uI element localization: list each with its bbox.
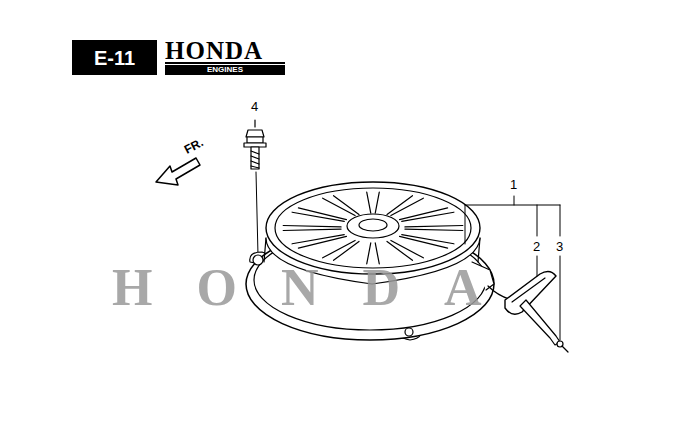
section-badge: E-11 [72,40,157,75]
front-arrow [156,158,200,185]
bolt [244,120,266,255]
logo-bar: ENGINES [165,65,285,75]
callout-number: 3 [556,240,563,253]
brand-logo: HONDA [165,38,263,63]
callout-number: 1 [510,178,517,191]
starter-housing [246,182,494,340]
watermark: HONDA [112,262,526,314]
node-text: E-11 [94,48,135,68]
front-label: FR. [182,136,205,156]
callout-number: 4 [251,100,258,113]
callout-number: 2 [533,240,540,253]
node-text: ENGINES [207,66,243,74]
